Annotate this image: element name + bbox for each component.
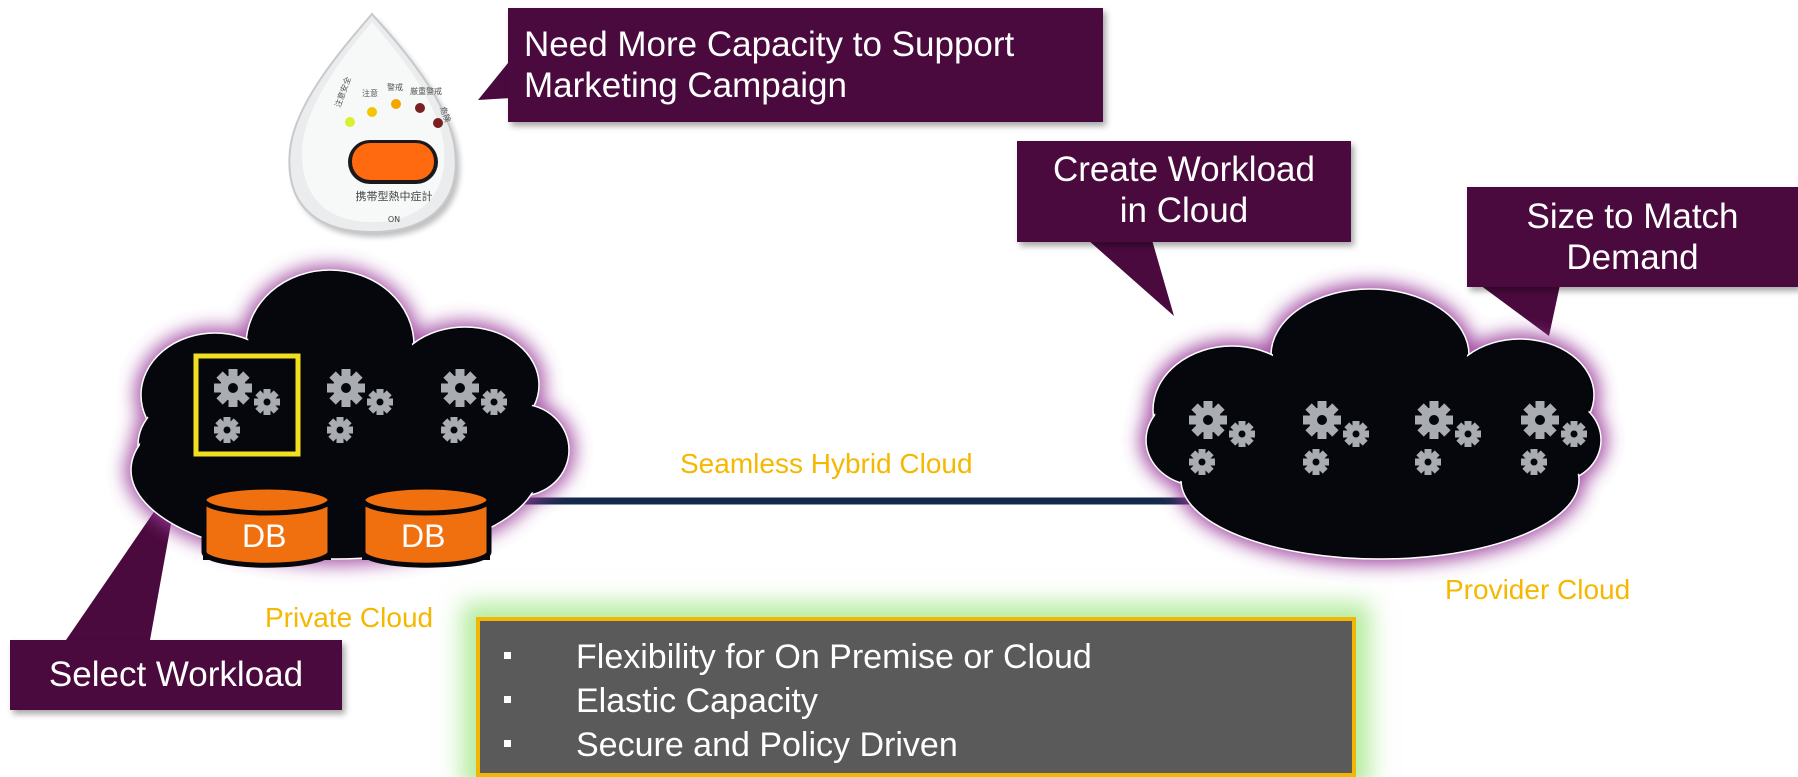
bullet-icon xyxy=(504,740,511,747)
led-5 xyxy=(433,118,443,128)
callout-create-line-1: Create Workload xyxy=(1053,150,1315,189)
db-cylinder-1 xyxy=(201,484,333,568)
benefit-text: Flexibility for On Premise or Cloud xyxy=(576,638,1092,676)
led-3 xyxy=(391,99,401,109)
benefit-item: Elastic Capacity xyxy=(496,679,1352,723)
db-label-1: DB xyxy=(242,518,287,554)
callout-need-capacity: Need More Capacity to Support Marketing … xyxy=(508,8,1103,122)
bullet-icon xyxy=(504,696,511,703)
selected-workload-highlight[interactable] xyxy=(193,353,301,457)
callout-pointer-create xyxy=(1088,240,1174,316)
callout-create-line-2: in Cloud xyxy=(1119,191,1249,230)
provider-cloud xyxy=(1140,283,1607,565)
bullet-icon xyxy=(504,652,511,659)
callout-pointer-need xyxy=(478,58,512,100)
callout-size-to-match: Size to Match Demand xyxy=(1467,187,1798,287)
device-on-label: ON xyxy=(388,215,400,224)
led-2 xyxy=(367,107,377,117)
provider-cloud-label: Provider Cloud xyxy=(1445,574,1631,605)
callout-need-line-2: Marketing Campaign xyxy=(524,66,847,105)
db-cylinder-2 xyxy=(360,484,492,568)
led-4 xyxy=(415,103,425,113)
benefit-text: Elastic Capacity xyxy=(576,682,818,720)
db-label-2: DB xyxy=(401,518,446,554)
callout-create-workload: Create Workload in Cloud xyxy=(1017,141,1351,242)
benefits-list: Flexibility for On Premise or Cloud Elas… xyxy=(480,621,1352,767)
private-cloud xyxy=(125,265,575,568)
benefit-text: Secure and Policy Driven xyxy=(576,726,958,764)
callout-size-line-1: Size to Match xyxy=(1526,197,1739,236)
private-cloud-label: Private Cloud xyxy=(265,602,434,633)
callout-pointer-size xyxy=(1480,285,1560,336)
device-level-2: 注意 xyxy=(362,88,378,98)
device-label: 携帯型熱中症計 xyxy=(356,189,433,203)
callout-select-workload: Select Workload xyxy=(10,640,342,710)
benefit-item: Secure and Policy Driven xyxy=(496,723,1352,767)
callout-select-text: Select Workload xyxy=(48,655,304,694)
device-level-3: 警戒 xyxy=(387,82,403,92)
benefits-panel: Flexibility for On Premise or Cloud Elas… xyxy=(476,617,1356,777)
benefit-item: Flexibility for On Premise or Cloud xyxy=(496,635,1352,679)
device-level-4: 厳重警戒 xyxy=(410,86,442,96)
callout-size-line-2: Demand xyxy=(1566,238,1699,277)
heat-meter-device: 注意安全 注意 警戒 厳重警戒 危険 携帯型熱中症計 ON xyxy=(288,12,460,237)
led-1 xyxy=(345,117,355,127)
seamless-hybrid-cloud-label: Seamless Hybrid Cloud xyxy=(680,448,973,479)
callout-need-line-1: Need More Capacity to Support xyxy=(524,25,1015,64)
